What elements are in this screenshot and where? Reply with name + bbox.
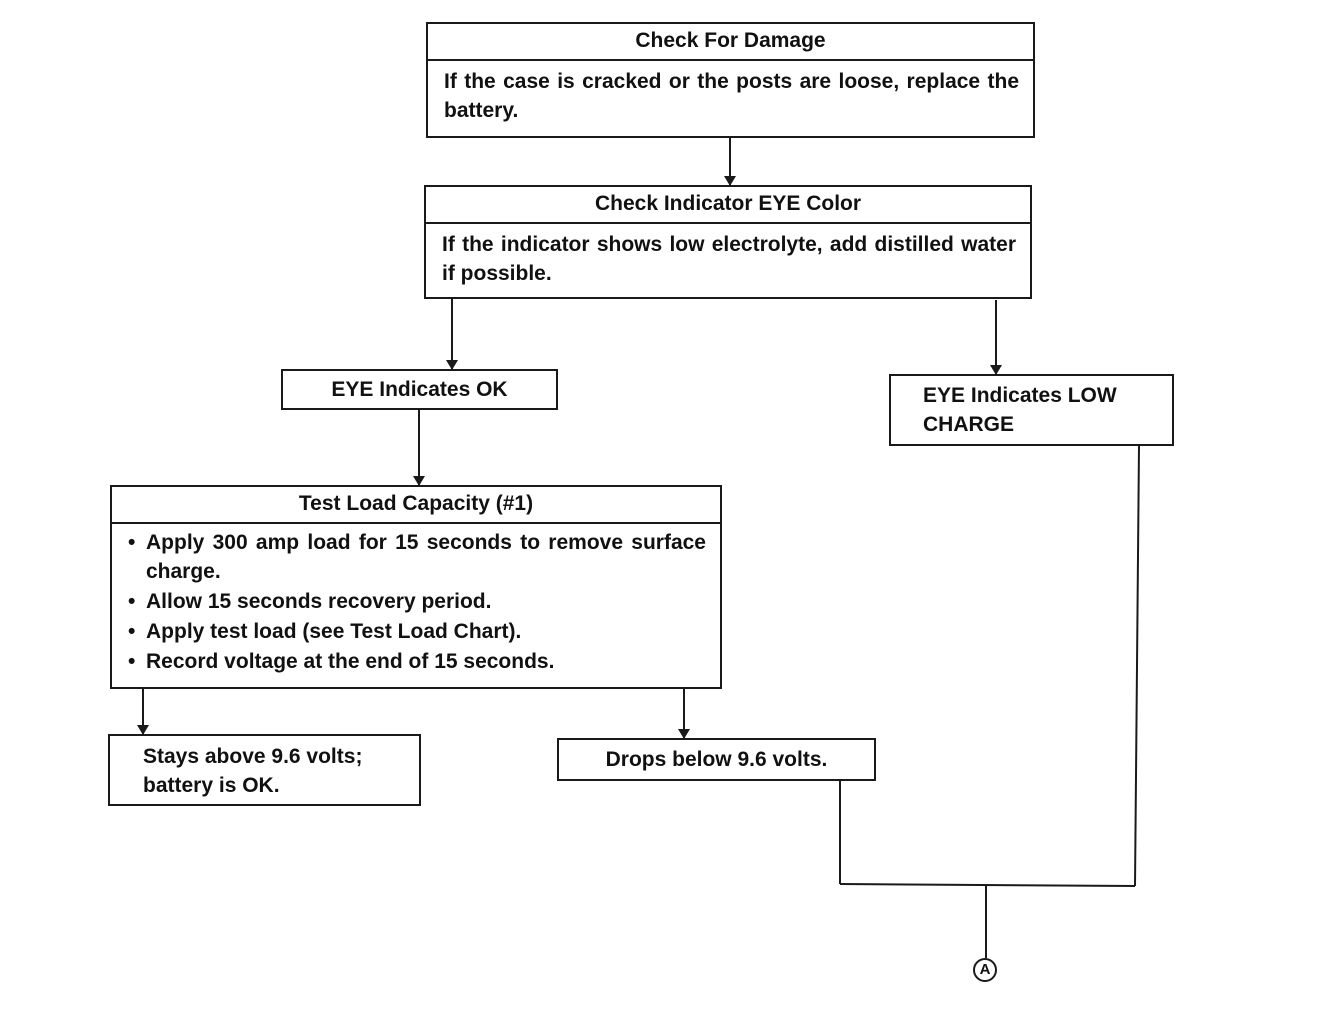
test-load-step-text: Apply test load (see Test Load Chart).: [146, 620, 522, 643]
check-eye-text: If the indicator shows low electrolyte, …: [442, 233, 1016, 285]
stays-above-box: Stays above 9.6 volts; battery is OK.: [108, 734, 421, 806]
check-damage-title: Check For Damage: [428, 24, 1033, 61]
offpage-connector-a: A: [973, 958, 997, 982]
test-load-step: • Record voltage at the end of 15 second…: [126, 647, 706, 676]
test-load-step: • Apply test load (see Test Load Chart).: [126, 617, 706, 646]
check-damage-box: Check For Damage If the case is cracked …: [426, 22, 1035, 138]
check-eye-box: Check Indicator EYE Color If the indicat…: [424, 185, 1032, 299]
drops-below-box: Drops below 9.6 volts.: [557, 738, 876, 781]
connector-label: A: [979, 961, 991, 978]
check-damage-text: If the case is cracked or the posts are …: [444, 70, 1019, 122]
eye-ok-box: EYE Indicates OK: [281, 369, 558, 410]
bullet-glyph: •: [128, 531, 136, 554]
test-load-step-text: Record voltage at the end of 15 seconds.: [146, 650, 555, 673]
eye-ok-label: EYE Indicates OK: [331, 378, 508, 401]
line-low-down: [1134, 445, 1140, 887]
bullet-glyph: •: [128, 590, 136, 613]
bullet-glyph: •: [128, 620, 136, 643]
test-load-step: • Apply 300 amp load for 15 seconds to r…: [126, 528, 706, 586]
test-load-step-text: Apply 300 amp load for 15 seconds to rem…: [146, 531, 706, 583]
test-load-step: • Allow 15 seconds recovery period.: [126, 587, 706, 616]
drops-below-label: Drops below 9.6 volts.: [605, 748, 828, 771]
stays-above-label: Stays above 9.6 volts; battery is OK.: [143, 745, 363, 797]
test-load-step-text: Allow 15 seconds recovery period.: [146, 590, 492, 613]
test-load-box: Test Load Capacity (#1) • Apply 300 amp …: [110, 485, 722, 689]
check-eye-title: Check Indicator EYE Color: [426, 187, 1030, 224]
bullet-glyph: •: [128, 650, 136, 673]
test-load-steps: • Apply 300 amp load for 15 seconds to r…: [112, 524, 720, 681]
eye-low-label: EYE Indicates LOW CHARGE: [923, 384, 1117, 436]
line-join-horizontal: [839, 883, 1136, 887]
test-load-title: Test Load Capacity (#1): [112, 487, 720, 524]
eye-low-box: EYE Indicates LOW CHARGE: [889, 374, 1174, 446]
